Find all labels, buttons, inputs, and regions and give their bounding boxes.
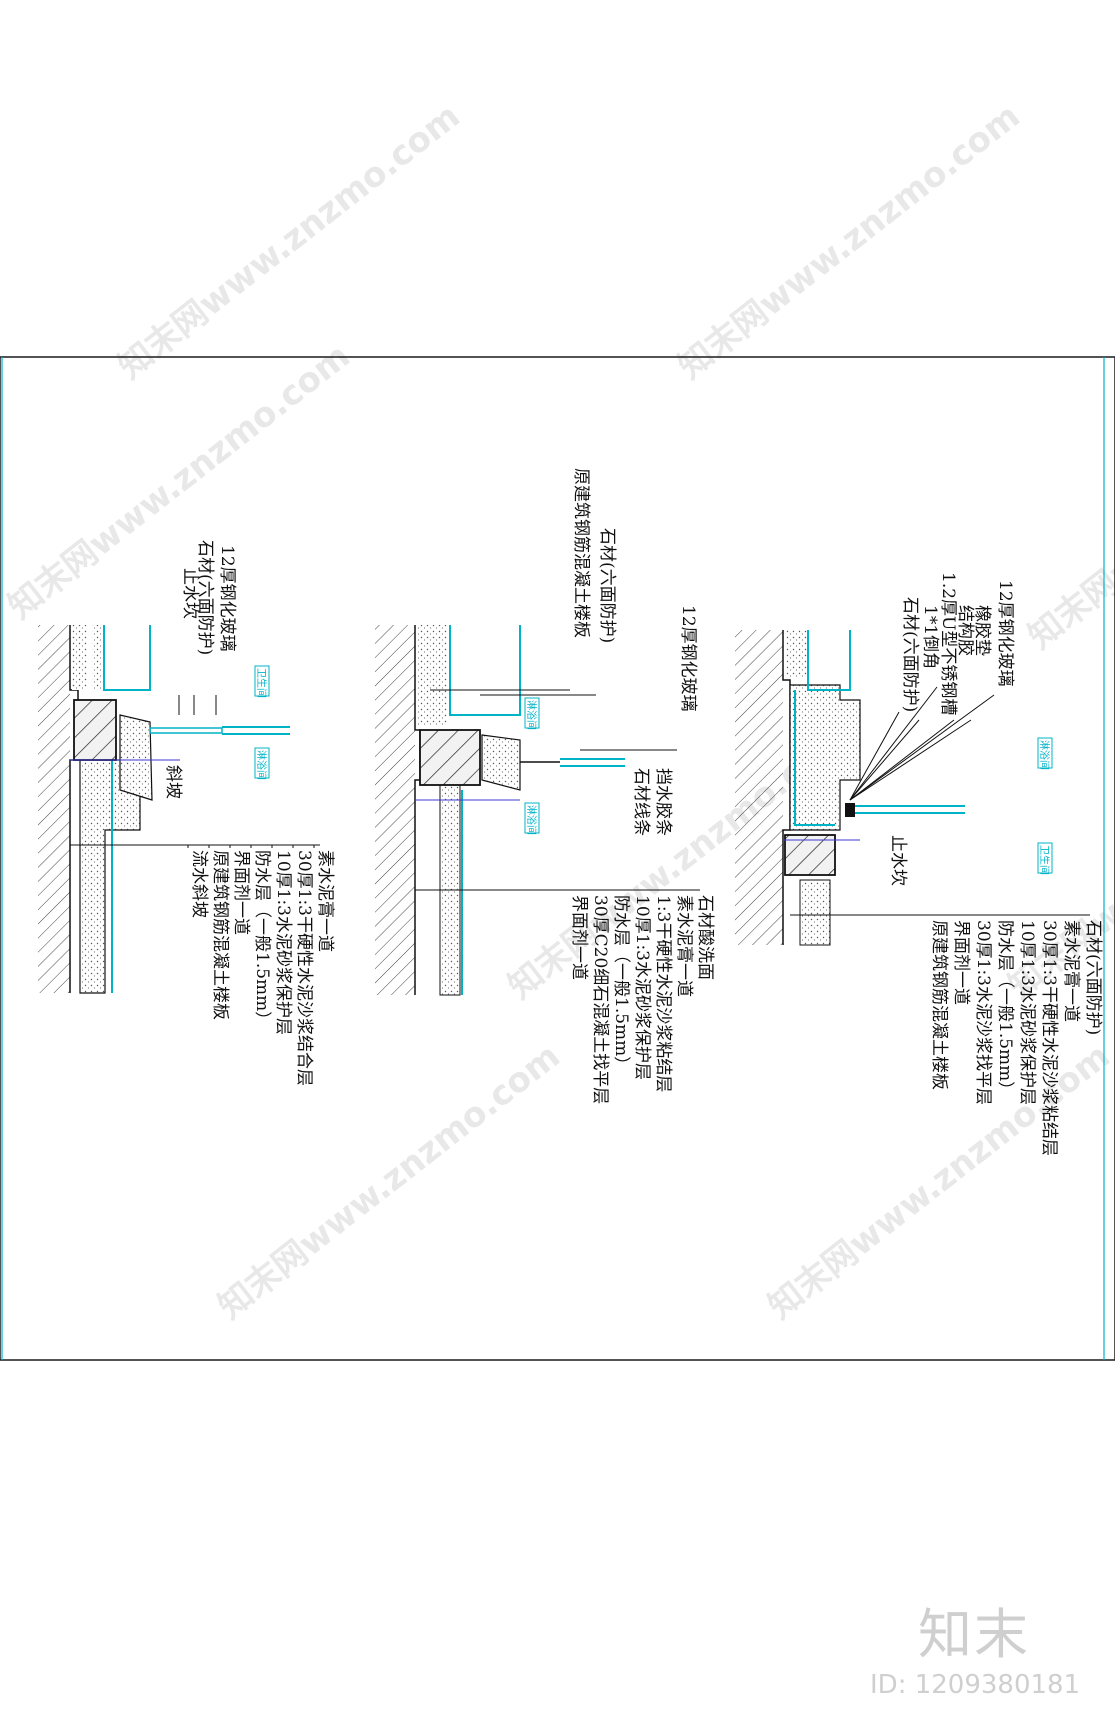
slope-block — [119, 714, 153, 801]
u-channel — [845, 803, 855, 817]
d1-layer-label-5: 原建筑钢筋混凝土楼板 — [210, 850, 230, 1020]
d3-top-label-0: 12厚钢化玻璃 — [995, 580, 1015, 687]
screed-upper — [72, 625, 88, 690]
d2-layer-label-4: 防水层（一般1.5mm） — [611, 895, 631, 1073]
glass-base — [149, 727, 223, 734]
d3-top-leader-2 — [849, 719, 955, 801]
d1-tag-1-frame — [254, 747, 270, 779]
d3-top-label-2: 结构胶 — [955, 605, 975, 656]
d2-tag-0-frame — [524, 697, 540, 729]
waterproof-upper — [103, 625, 151, 691]
d3-top-label-3: 1.2厚U型不锈钢槽 — [938, 572, 958, 715]
waterproof-step — [794, 690, 835, 826]
d3-top-leader-4 — [849, 719, 920, 801]
d1-side-label-0: 斜坡 — [163, 765, 183, 799]
d2-tag-1-frame — [524, 802, 540, 834]
d3-side-label-0: 止水坎 — [888, 835, 908, 886]
screed-upper — [785, 630, 807, 678]
watermark-text-6: 知末网www.znzmo.com — [211, 1036, 568, 1327]
d3-top-leader-1 — [849, 719, 972, 801]
d1-tag-1: 淋浴间 — [255, 750, 268, 780]
screed-lower — [799, 879, 831, 946]
d1-top-label-0: 12厚钢化玻璃 — [217, 545, 237, 652]
d3-tag-1-frame — [1037, 842, 1053, 874]
d3-layer-label-3: 10厚1:3水泥砂浆保护层 — [1017, 920, 1037, 1105]
d3-top-label-5: 石材(六面防护) — [900, 597, 920, 712]
drawing-frame — [0, 356, 1115, 1361]
annotation-labels: 12厚钢化玻璃石材(六面防护)止水坎斜坡素水泥膏一道30厚1:3干硬性水泥沙浆结… — [163, 468, 1103, 1156]
screed-upper — [418, 625, 448, 725]
d1-layer-label-4: 界面剂一道 — [231, 850, 251, 935]
d2-layer-label-5: 30厚C20细石混凝土找平层 — [590, 895, 610, 1104]
detail-3 — [735, 630, 1090, 946]
d3-layer-label-2: 30厚1:3干硬性水泥沙浆粘结层 — [1039, 920, 1059, 1156]
d1-tag-0-frame — [254, 665, 270, 697]
water-stop-curb — [784, 834, 836, 876]
waterproof-upper — [807, 630, 851, 691]
slab-hatch — [375, 625, 415, 995]
image-id: ID: 1209380181 — [870, 1670, 1081, 1700]
slab-hatch — [38, 625, 70, 993]
d3-layer-label-5: 30厚1:3水泥沙浆找平层 — [973, 920, 993, 1105]
d2-top-label-0: 原建筑钢筋混凝土楼板 — [571, 468, 591, 638]
d2-layer-label-2: 1:3干硬性水泥沙浆粘结层 — [653, 895, 673, 1092]
d3-layer-label-0: 石材(六面防护) — [1083, 920, 1103, 1035]
threshold-stone — [419, 729, 481, 786]
d2-side-label-1: 石材线条 — [631, 768, 651, 836]
d3-layer-label-1: 素水泥膏一道 — [1061, 920, 1082, 1022]
d2-layer-label-3: 10厚1:3水泥砂浆保护层 — [632, 895, 652, 1080]
d3-tag-1: 卫生间 — [1038, 845, 1051, 875]
d2-layer-label-6: 界面剂一道 — [569, 895, 589, 980]
screed-lower — [439, 779, 461, 996]
d1-layer-label-6: 流水斜坡 — [189, 850, 209, 918]
d1-tag-0: 卫生间 — [255, 668, 268, 698]
d3-top-leader-5 — [849, 711, 900, 801]
d3-layer-label-4: 防水层（一般1.5mm） — [995, 920, 1015, 1098]
watermark-text-2: 知末网www.znzmo.com — [1, 336, 358, 627]
watermark-text-3: 知末网www.znzmo.com — [1021, 366, 1115, 657]
d2-top-label-1: 石材(六面防护) — [597, 528, 617, 643]
d2-layer-label-1: 素水泥膏一道 — [674, 895, 695, 997]
watermark-text-0: 知末网www.znzmo.com — [111, 96, 468, 387]
d2-layer-label-0: 石材酸洗面 — [695, 895, 715, 980]
d2-tag-0: 淋浴间 — [525, 700, 538, 730]
d1-layer-label-2: 10厚1:3水泥砂浆保护层 — [273, 850, 293, 1035]
d1-layer-label-1: 30厚1:3干硬性水泥沙浆结合层 — [294, 850, 314, 1086]
water-stop-curb — [73, 699, 117, 761]
screed-lower — [79, 759, 141, 994]
waterproof-upper — [449, 625, 521, 716]
d3-top-label-1: 橡胶垫 — [972, 605, 992, 656]
d1-top-label-2: 止水坎 — [180, 568, 200, 619]
d2-side-label-0: 挡水胶条 — [653, 768, 673, 836]
d1-top-label-1: 石材(六面防护) — [195, 540, 215, 655]
d3-top-leader-0 — [849, 694, 995, 801]
d2-tag-1: 淋浴间 — [525, 805, 538, 835]
stone-trim — [481, 734, 521, 791]
d3-tag-0: 淋浴间 — [1038, 740, 1051, 770]
d3-tag-0-frame — [1037, 737, 1053, 769]
d1-layer-label-3: 防水层（一般1.5mm） — [252, 850, 272, 1028]
d2-top-label-2: 12厚钢化玻璃 — [678, 605, 698, 712]
brand-mark: 知末 — [918, 1603, 1030, 1666]
watermark-text-1: 知末网www.znzmo.com — [671, 96, 1028, 387]
d3-top-label-4: 1*1倒角 — [920, 605, 940, 669]
detail-2 — [375, 625, 700, 996]
d3-top-leader-3 — [849, 686, 938, 801]
slab-hatch — [735, 630, 783, 945]
mortar-upper — [92, 625, 102, 690]
d3-layer-label-7: 原建筑钢筋混凝土楼板 — [929, 920, 949, 1090]
detail-1 — [38, 625, 320, 994]
d1-layer-label-0: 素水泥膏一道 — [315, 850, 336, 952]
d3-layer-label-6: 界面剂一道 — [951, 920, 971, 1005]
